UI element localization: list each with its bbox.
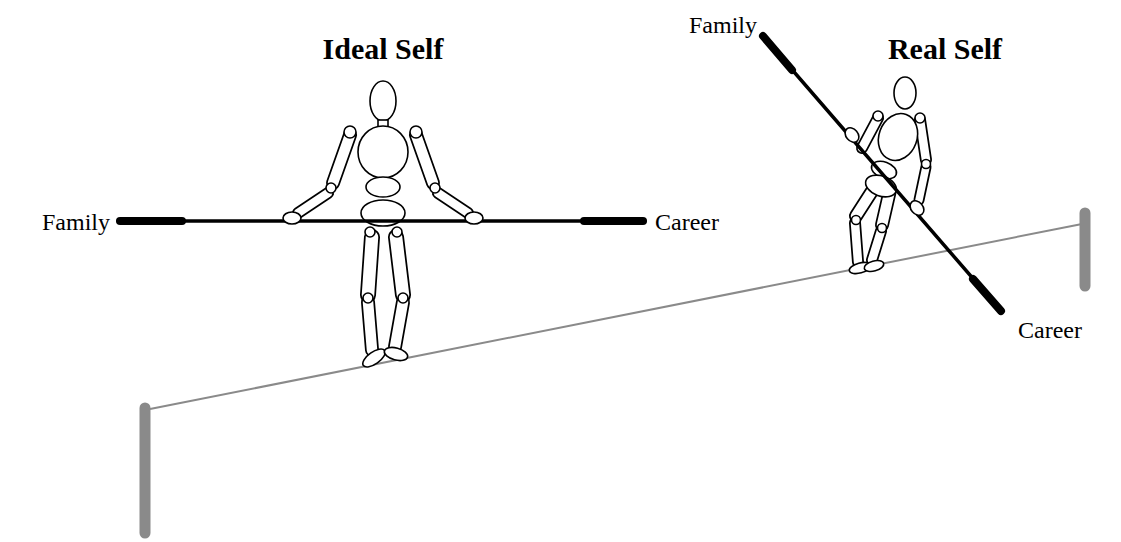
rope-post — [1080, 213, 1091, 286]
balancing-pole — [762, 35, 1002, 312]
rope-post — [140, 408, 151, 533]
tightrope — [150, 224, 1082, 409]
real-figure — [848, 77, 930, 276]
pole-end-label: Career — [655, 209, 719, 235]
pole-end-label: Family — [42, 209, 110, 235]
balancing-pole — [118, 221, 645, 222]
pole-end-label: Career — [1018, 317, 1082, 343]
figure-title: Ideal Self — [323, 32, 444, 65]
hands — [842, 125, 926, 218]
figure-title: Real Self — [888, 32, 1002, 65]
hands — [283, 212, 483, 224]
ideal-figure — [298, 81, 468, 370]
pole-end-label: Family — [689, 12, 757, 38]
